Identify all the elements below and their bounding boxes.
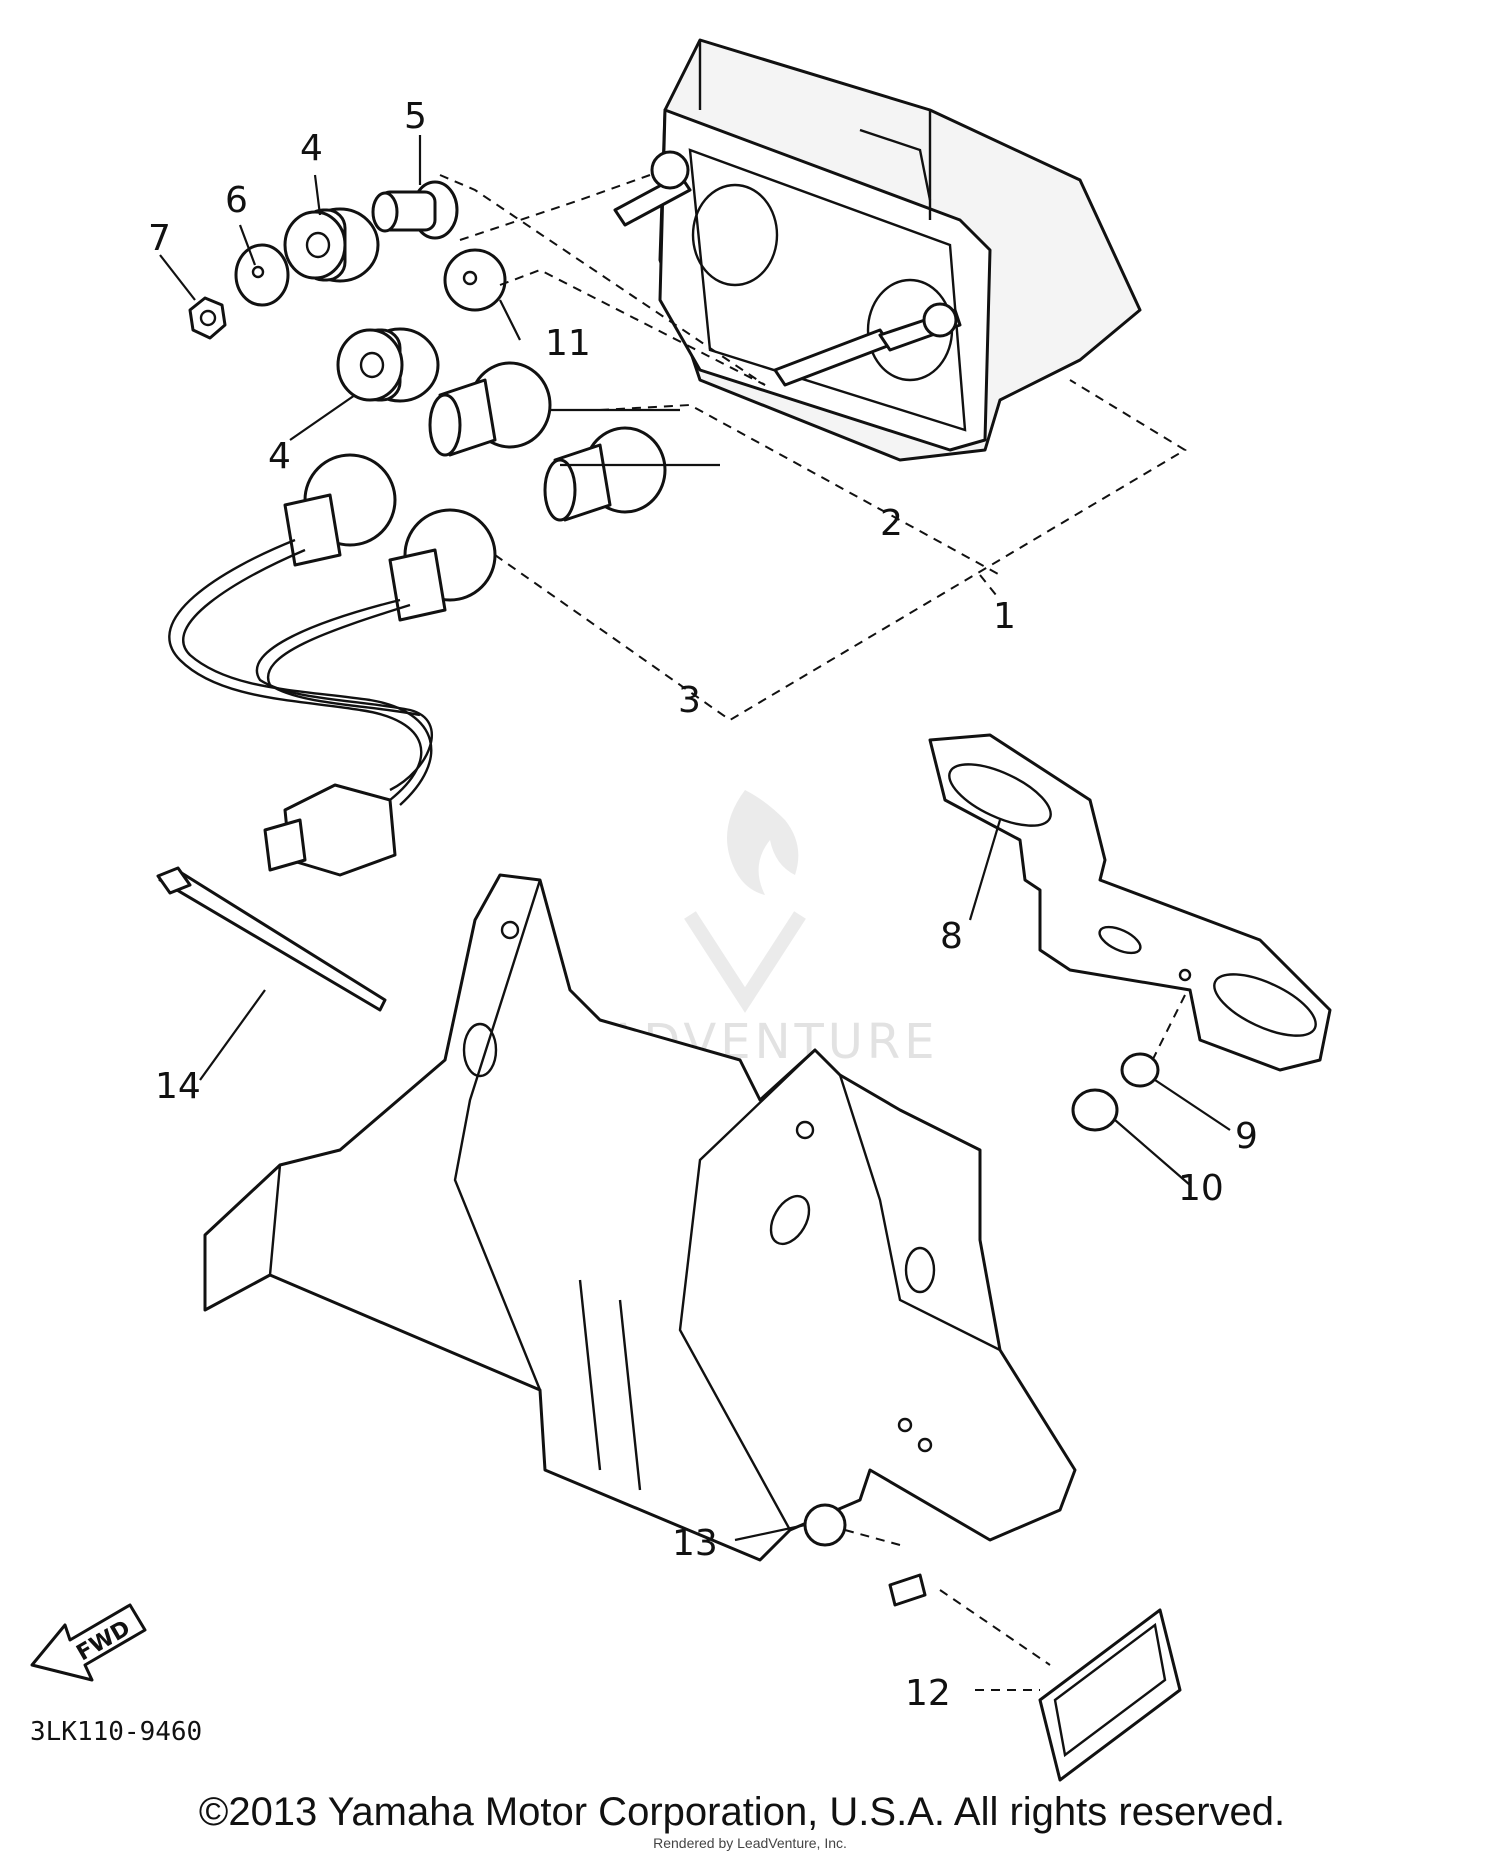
callout-4-lower: 4 [268, 436, 291, 477]
rear-fender [203, 873, 1077, 1562]
callout-7: 7 [148, 218, 171, 259]
washer-11 [443, 248, 507, 312]
grommet-4-upper [283, 207, 380, 283]
callout-8: 8 [940, 916, 963, 957]
socket-harness [168, 453, 497, 877]
callout-10: 10 [1178, 1168, 1224, 1209]
callout-9: 9 [1235, 1116, 1258, 1157]
leader-lines [159, 135, 1231, 1691]
copyright-notice: ©2013 Yamaha Motor Corporation, U.S.A. A… [199, 1790, 1285, 1834]
callout-2: 2 [880, 503, 903, 544]
nut-13 [803, 1503, 847, 1547]
grommet-4-lower [336, 327, 440, 403]
bulb-lower [543, 426, 667, 522]
callout-14: 14 [155, 1066, 201, 1107]
bulb-upper [428, 361, 552, 457]
callout-4-upper: 4 [300, 128, 323, 169]
callout-1: 1 [993, 596, 1016, 637]
callout-6: 6 [225, 180, 248, 221]
callout-3: 3 [678, 680, 701, 721]
nut-9 [1120, 1052, 1160, 1088]
callout-13: 13 [672, 1523, 718, 1564]
nut-7 [188, 296, 227, 340]
washer-6 [234, 243, 290, 307]
callout-5: 5 [404, 96, 427, 137]
grommet-5 [371, 180, 459, 240]
collar-10 [1071, 1088, 1119, 1132]
rendered-by-note: Rendered by LeadVenture, Inc. [653, 1835, 847, 1851]
cable-tie [156, 866, 387, 1012]
callouts: 1 2 3 4 4 5 6 7 8 9 10 11 12 13 14 [148, 96, 1258, 1714]
forward-arrow: FWD [30, 1603, 147, 1682]
callout-11: 11 [545, 323, 591, 364]
diagram-reference-code: 3LK110-9460 [30, 1717, 202, 1747]
taillight-housing [613, 38, 1142, 462]
callout-12: 12 [905, 1673, 951, 1714]
license-bracket [928, 733, 1332, 1072]
reflector [888, 1573, 1182, 1782]
